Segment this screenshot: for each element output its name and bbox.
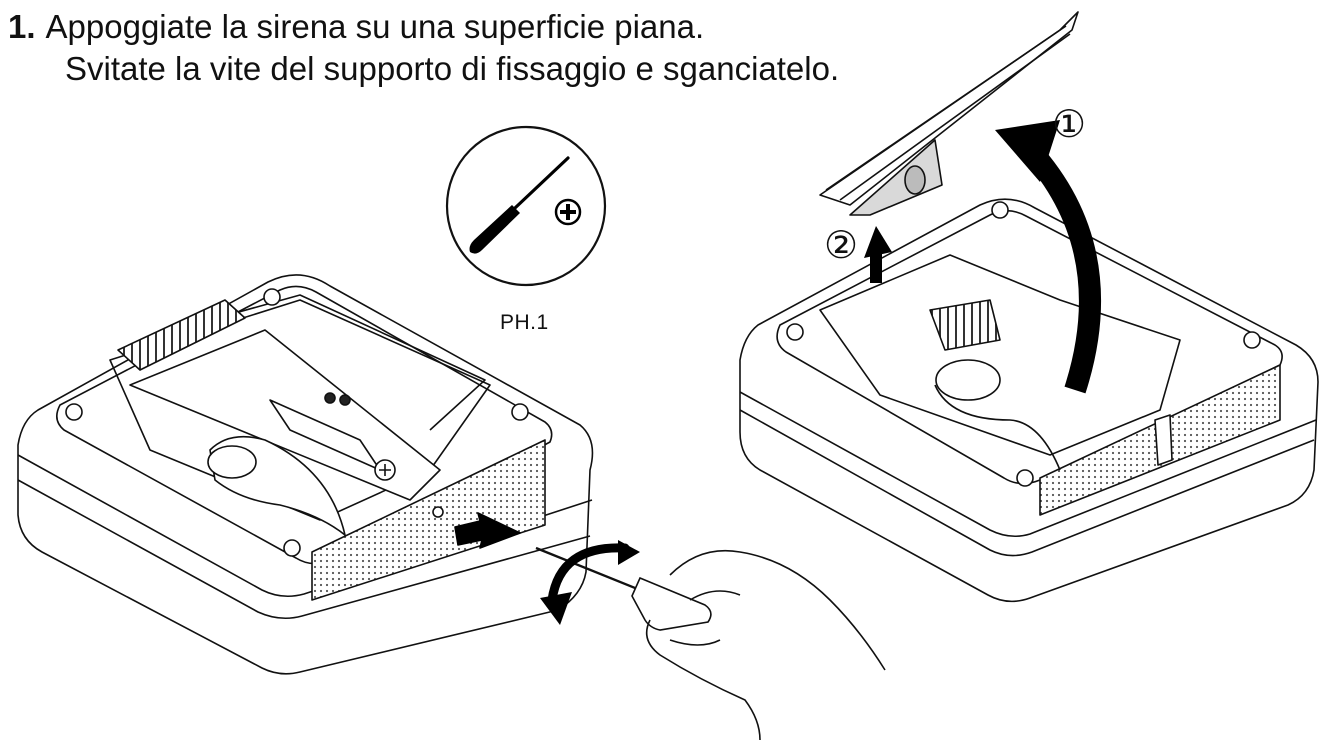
phillips-screwdriver-icon — [445, 125, 607, 287]
instruction-sentence-1: Appoggiate la sirena su una superficie p… — [45, 8, 705, 45]
instruction-line-1: 1.Appoggiate la sirena su una superficie… — [8, 6, 839, 48]
siren-unit-right — [739, 198, 1319, 603]
rotation-arrow-icon — [540, 540, 640, 625]
removed-bracket — [819, 11, 1079, 216]
step-marker-2: ② — [824, 225, 859, 267]
step-marker-1: ① — [1052, 104, 1087, 146]
lift-arrow-icon — [995, 120, 1101, 394]
pull-up-arrow-icon — [864, 226, 892, 283]
step-number: 1. — [8, 8, 36, 45]
instruction-text: 1.Appoggiate la sirena su una superficie… — [8, 6, 839, 90]
siren-unit-left — [17, 274, 594, 675]
hand-with-screwdriver — [535, 546, 886, 741]
instruction-sentence-2: Svitate la vite del supporto di fissaggi… — [65, 50, 840, 87]
tool-label: PH.1 — [500, 311, 549, 334]
